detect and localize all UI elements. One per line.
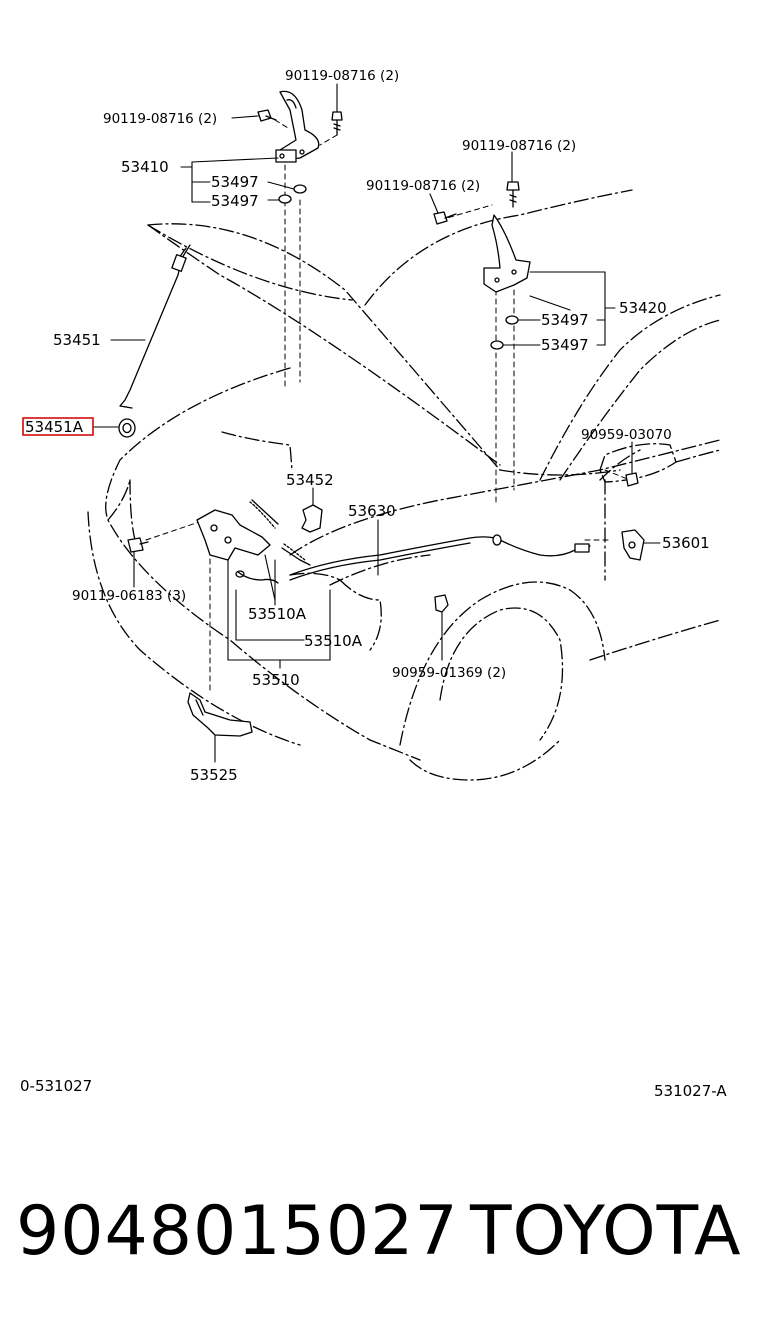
label-washer-right-2: 53497 <box>541 336 589 354</box>
label-catch: 53525 <box>190 766 238 784</box>
label-bolt-hinge-left-side: 90119-08716 (2) <box>103 111 217 127</box>
hinge-left-part <box>275 90 320 163</box>
washer-left-1-part <box>293 184 307 194</box>
diagram-code-right: 531027-A <box>654 1082 727 1100</box>
brand-name: TOYOTA <box>470 1192 742 1271</box>
highlight-box <box>22 417 94 436</box>
bolt-right-top <box>506 181 520 208</box>
support-rod-grommet-part <box>118 418 136 438</box>
catch-part <box>187 692 253 737</box>
part-number: 9048015027 <box>16 1192 459 1271</box>
label-release-lever: 53601 <box>662 534 710 552</box>
release-lever-part <box>621 529 645 561</box>
washer-right-2-part <box>490 340 504 350</box>
part-labels: 90119-08716 (2) 90119-08716 (2) 90119-08… <box>20 68 727 1100</box>
label-release-cable: 53630 <box>348 502 396 520</box>
support-rod-part <box>119 244 191 409</box>
label-lock-assembly: 53510 <box>252 671 300 689</box>
leader-lines <box>92 83 661 763</box>
label-bolt-hinge-right-side: 90119-08716 (2) <box>366 178 480 194</box>
label-hinge-right: 53420 <box>619 299 667 317</box>
cable-clamp-part <box>434 594 449 613</box>
label-washer-right-1: 53497 <box>541 311 589 329</box>
label-cable-clamp: 90959-01369 (2) <box>392 665 506 681</box>
label-lock-sub-2: 53510A <box>304 632 363 650</box>
bolt-left-side <box>257 109 277 122</box>
bolt-right-side <box>433 211 457 225</box>
label-lever-clip: 90959-03070 <box>581 427 672 443</box>
label-support-rod: 53451 <box>53 331 101 349</box>
hood-lock-part <box>196 499 311 584</box>
label-rod-holder: 53452 <box>286 471 334 489</box>
release-cable-part <box>289 534 591 581</box>
label-bolt-hinge-left-top: 90119-08716 (2) <box>285 68 399 84</box>
label-hinge-left: 53410 <box>121 158 169 176</box>
lever-clip-part <box>625 472 639 487</box>
lock-bolt-part <box>127 537 149 553</box>
label-washer-left-1: 53497 <box>211 173 259 191</box>
rod-holder-part <box>301 504 323 533</box>
bolt-left-top <box>331 111 343 136</box>
label-support-rod-grommet[interactable]: 53451A <box>25 418 84 436</box>
washer-left-2-part <box>278 194 292 204</box>
label-bolt-hinge-right-top: 90119-08716 (2) <box>462 138 576 154</box>
car-body-outline <box>87 189 721 781</box>
diagram-code-left: 0-531027 <box>20 1077 92 1095</box>
hood-crease <box>147 224 353 301</box>
hinge-right-part <box>483 214 531 293</box>
label-washer-left-2: 53497 <box>211 192 259 210</box>
label-lock-sub-1: 53510A <box>248 605 307 623</box>
washer-right-1-part <box>505 315 519 325</box>
label-lock-bolt: 90119-06183 (3) <box>72 588 186 604</box>
